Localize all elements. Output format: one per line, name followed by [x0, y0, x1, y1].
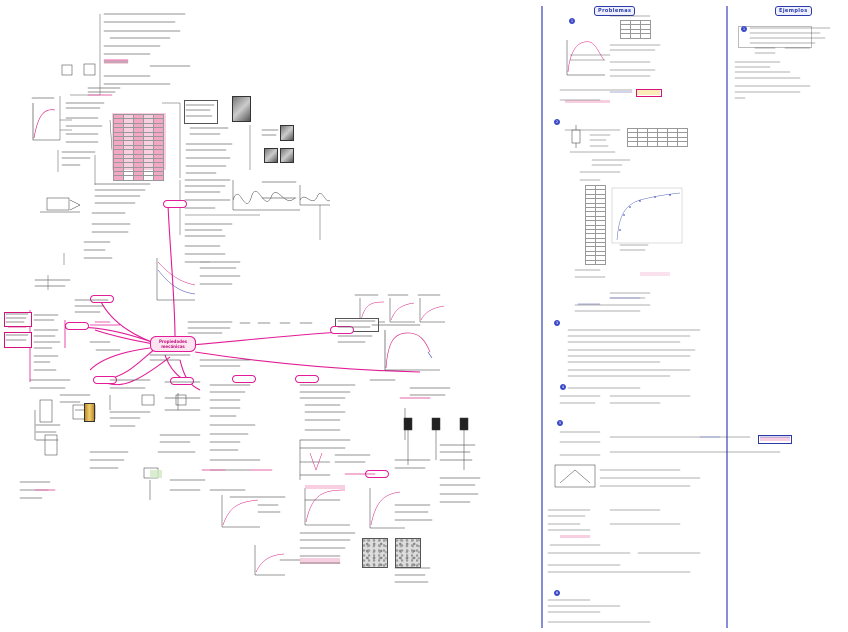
problem-number-5: 5 [557, 420, 563, 426]
example-number-1: 1 [741, 26, 747, 32]
problem-number-2: 2 [554, 119, 560, 125]
highlight-problems-1 [565, 100, 610, 103]
stress-strain-sketch-1 [32, 103, 60, 141]
grain-structure-1 [362, 538, 388, 568]
highlight-middle-1 [305, 485, 345, 489]
examples-title: Ejemplos [775, 6, 812, 16]
grain-structure-2 [395, 538, 421, 568]
mindmap-bubble-4 [170, 377, 194, 385]
properties-table [113, 113, 164, 181]
highlight-problems-3 [560, 535, 590, 538]
specimen-photo-2 [280, 148, 294, 163]
mindmap-bubble-7 [163, 200, 187, 208]
problem-6-sketch [554, 464, 596, 488]
note-box-right-1 [184, 100, 218, 124]
problem-3-table [585, 184, 606, 266]
tool-photo [84, 403, 95, 422]
problem-number-3: 3 [554, 320, 560, 326]
highlight-problems-2 [640, 272, 670, 276]
micrograph-photo [232, 96, 251, 122]
problem-1-graph [566, 40, 605, 76]
mindmap-bubble-2 [65, 322, 89, 330]
mindmap-bubble-5 [232, 375, 256, 383]
problem-3-curve [611, 187, 683, 244]
problem-number-1: 1 [569, 18, 575, 24]
problem-2-table [627, 127, 688, 147]
wave-graph [232, 180, 331, 211]
specimen-photo-1 [280, 125, 294, 141]
highlight-middle-2 [300, 558, 340, 564]
mindmap-center: Propiedades mecánicas [150, 336, 196, 352]
highlight-problems-answer [636, 90, 660, 95]
highlight-green [150, 470, 162, 478]
note-box-left-1 [4, 312, 32, 327]
mindmap-bubble-1 [90, 295, 114, 303]
problems-title: Problemas [594, 6, 636, 16]
fatigue-graph [156, 258, 196, 301]
answer-box-2 [758, 435, 792, 444]
mindmap-bubble-6 [295, 375, 319, 383]
stress-strain-large [384, 330, 440, 371]
problem-number-6: 6 [554, 590, 560, 596]
specimen-photo-3 [264, 148, 278, 163]
note-box-example [738, 26, 812, 48]
answer-box-1 [636, 89, 662, 97]
problem-1-table [620, 19, 651, 39]
problem-number-4: 4 [560, 384, 566, 390]
mindmap-bubble-8 [330, 326, 354, 334]
highlight-problems-4 [760, 437, 790, 441]
